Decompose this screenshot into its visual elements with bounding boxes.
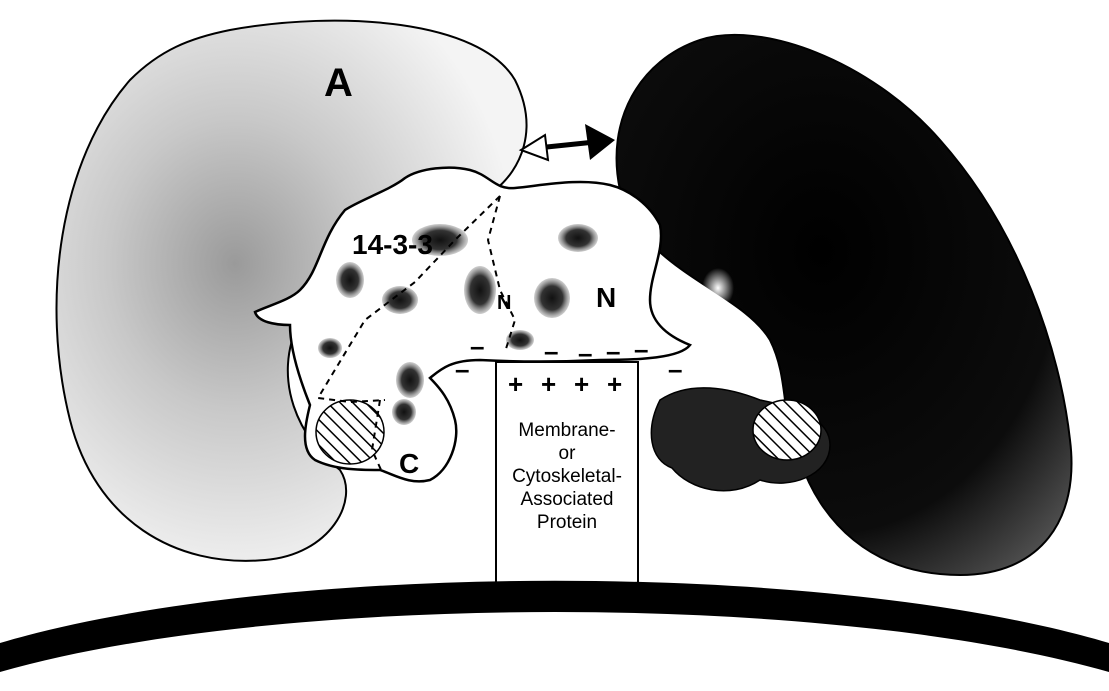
negative-charge: –: [578, 338, 592, 368]
highlight-spot: [718, 366, 738, 390]
surface-blob: [464, 266, 496, 314]
positive-charge: +: [541, 369, 556, 399]
partner-box-line: or: [559, 443, 577, 464]
positive-charge: +: [607, 369, 622, 399]
membrane-arc: [0, 581, 1109, 672]
surface-blob: [534, 278, 570, 318]
negative-charge: –: [455, 354, 469, 384]
label-14-3-3: 14-3-3: [352, 229, 433, 260]
surface-blob: [336, 262, 364, 298]
double-arrow-icon: [521, 124, 615, 160]
surface-blob: [396, 362, 424, 398]
surface-blob: [382, 286, 418, 314]
label-c: C: [399, 448, 419, 479]
negative-charge: –: [668, 354, 682, 384]
label-a: A: [324, 61, 353, 105]
surface-blob: [558, 224, 598, 252]
positive-charge: +: [508, 369, 523, 399]
negative-charge: –: [470, 331, 484, 361]
right-domain-lobe: [617, 35, 1072, 575]
label-n-small: N: [497, 292, 511, 314]
partner-box-line: Associated: [521, 489, 614, 510]
negative-charge: –: [544, 336, 558, 366]
highlight-spot: [702, 268, 734, 308]
partner-box-line: Cytoskeletal-: [512, 466, 622, 487]
negative-charge: –: [634, 334, 648, 364]
negative-charge: –: [606, 336, 620, 366]
positive-charge: +: [574, 369, 589, 399]
surface-blob: [318, 338, 342, 358]
partner-box-line: Membrane-: [518, 420, 615, 441]
surface-blob: [392, 399, 416, 425]
binding-site-right: [753, 400, 821, 460]
label-n-large: N: [596, 282, 616, 313]
partner-box-line: Protein: [537, 512, 597, 533]
